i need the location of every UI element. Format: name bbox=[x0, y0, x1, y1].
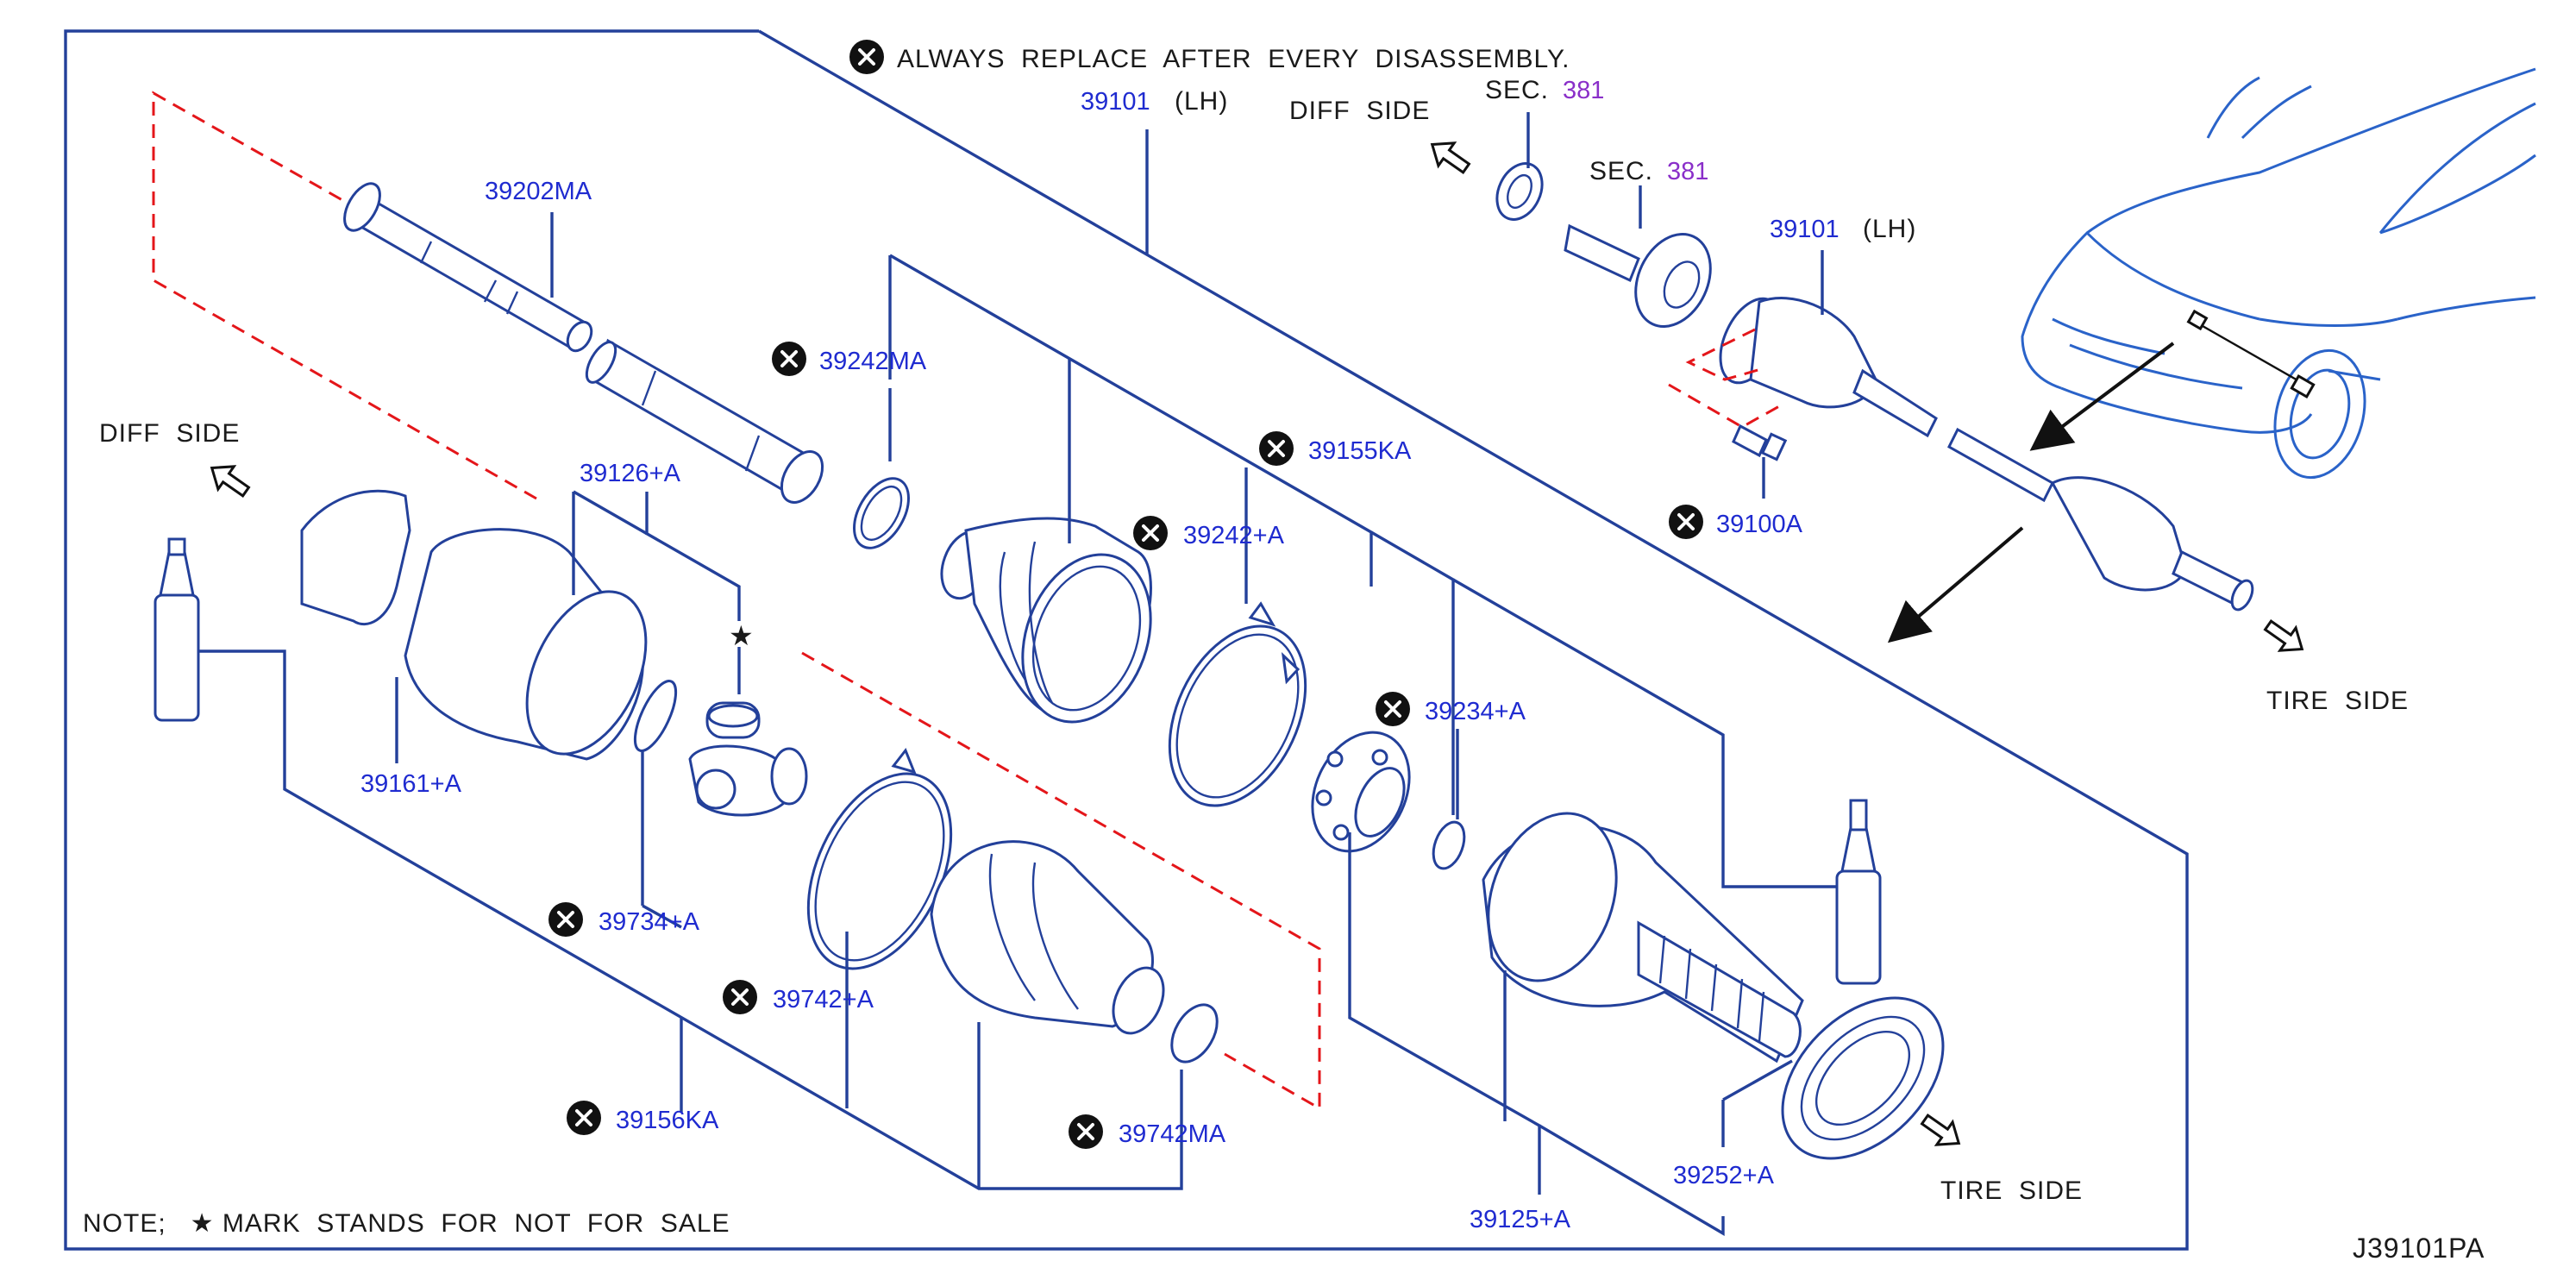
part-39734A-link[interactable]: 39734+A bbox=[599, 908, 700, 936]
assembly-frame bbox=[64, 29, 2189, 1251]
section-381-link[interactable]: 381 bbox=[1667, 158, 1708, 185]
x-circle-icon bbox=[1257, 430, 1295, 467]
section-label: SEC. bbox=[1485, 76, 1549, 104]
part-39242MA-link[interactable]: 39242MA bbox=[819, 348, 927, 375]
clamp-39242MA-drawing bbox=[853, 477, 910, 549]
clamp-39742MA-drawing bbox=[1170, 1003, 1219, 1064]
hollow-arrow-icon bbox=[2263, 618, 2304, 652]
section-label: SEC. bbox=[1589, 157, 1653, 185]
x-circle-icon bbox=[1374, 690, 1412, 728]
x-circle-icon bbox=[721, 978, 759, 1016]
part-39252A-link[interactable]: 39252+A bbox=[1673, 1162, 1775, 1189]
diff-side-label-top: DIFF SIDE bbox=[1289, 97, 1430, 125]
x-circle-icon bbox=[1131, 514, 1169, 552]
part-39742MA-link[interactable]: 39742MA bbox=[1119, 1120, 1226, 1148]
boot-39155KA-drawing bbox=[940, 517, 1152, 724]
flange-shaft-drawing bbox=[1564, 223, 1712, 328]
band-39242A-drawing bbox=[1168, 601, 1307, 807]
part-39234A-link[interactable]: 39234+A bbox=[1425, 698, 1526, 725]
x-circle-icon bbox=[848, 38, 886, 76]
hollow-arrow-icon bbox=[210, 465, 251, 499]
grease-bottle-left-drawing bbox=[154, 537, 200, 722]
part-39161A-link[interactable]: 39161+A bbox=[360, 770, 462, 798]
x-circle-icon bbox=[1667, 503, 1705, 541]
leader-lines bbox=[198, 112, 1837, 1236]
part-39101-link[interactable]: 39101 bbox=[1081, 88, 1150, 116]
part-39101-suffix: (LH) bbox=[1175, 87, 1228, 116]
part-39101-link[interactable]: 39101 bbox=[1770, 216, 1840, 243]
clamp-inner-ring bbox=[860, 486, 903, 541]
bolt-39100A-drawing bbox=[1732, 424, 1788, 461]
inner-housing-drawing bbox=[404, 528, 648, 761]
car-driveshaft-icon bbox=[2186, 309, 2316, 398]
diff-side-label-left: DIFF SIDE bbox=[99, 419, 240, 448]
driveshaft-assembly-drawing bbox=[1719, 297, 2254, 612]
part-39156KA-link[interactable]: 39156KA bbox=[616, 1107, 719, 1134]
hollow-arrow-icon bbox=[1430, 141, 1471, 175]
band-39742A-drawing bbox=[806, 748, 953, 970]
snap-ring-39734A-drawing bbox=[633, 680, 678, 752]
tire-side-label-right: TIRE SIDE bbox=[2266, 687, 2409, 715]
pointer-arrow-upper bbox=[2029, 342, 2175, 451]
replace-notice: ALWAYS REPLACE AFTER EVERY DISASSEMBLY. bbox=[897, 45, 1570, 73]
hidden-line-bolt bbox=[1685, 328, 1762, 381]
x-circle-icon bbox=[770, 340, 808, 378]
outer-joint-39125A-drawing bbox=[1482, 812, 1804, 1064]
part-39101-suffix: (LH) bbox=[1863, 215, 1916, 243]
gasket-39161A-drawing bbox=[300, 489, 411, 626]
part-39742A-link[interactable]: 39742+A bbox=[773, 986, 874, 1013]
part-39100A-link[interactable]: 39100A bbox=[1716, 511, 1803, 538]
intermediate-shaft-drawing bbox=[585, 338, 824, 504]
hidden-line-bolt-2 bbox=[1668, 383, 1782, 429]
hollow-arrow-icon bbox=[1920, 1113, 1961, 1146]
inner-shaft-stub-drawing bbox=[343, 182, 593, 353]
tire-side-label-bottom: TIRE SIDE bbox=[1940, 1176, 2083, 1205]
hidden-line-inner bbox=[152, 91, 537, 500]
x-circle-icon bbox=[565, 1099, 603, 1137]
part-39125A-link[interactable]: 39125+A bbox=[1470, 1206, 1571, 1233]
part-39126A-link[interactable]: 39126+A bbox=[580, 460, 681, 487]
grease-bottle-right-drawing bbox=[1835, 799, 1882, 985]
star-mark-note: NOTE; ★ MARK STANDS FOR NOT FOR SALE bbox=[83, 1209, 730, 1238]
part-39242A-link[interactable]: 39242+A bbox=[1183, 522, 1285, 549]
not-for-sale-star-icon: ★ bbox=[729, 620, 755, 651]
pointer-arrow-lower bbox=[1887, 526, 2024, 643]
part-39202MA-link[interactable]: 39202MA bbox=[485, 178, 592, 205]
section-381-link[interactable]: 381 bbox=[1563, 77, 1604, 104]
boot-39156KA-drawing bbox=[930, 840, 1165, 1035]
x-circle-icon bbox=[547, 900, 585, 938]
hidden-line-boot-small bbox=[801, 651, 1321, 1111]
diagram-code: J39101PA bbox=[2353, 1233, 2485, 1264]
tripod-joint-drawing bbox=[688, 701, 808, 817]
vehicle-icon bbox=[2021, 67, 2536, 480]
x-circle-icon bbox=[1067, 1113, 1105, 1151]
seal-39252A-drawing bbox=[1781, 996, 1945, 1160]
snap-ring-drawing bbox=[1432, 820, 1466, 870]
inner-race-39234A-drawing bbox=[1311, 731, 1411, 853]
seal-sec381-drawing bbox=[1495, 162, 1544, 221]
part-39155KA-link[interactable]: 39155KA bbox=[1308, 437, 1412, 465]
